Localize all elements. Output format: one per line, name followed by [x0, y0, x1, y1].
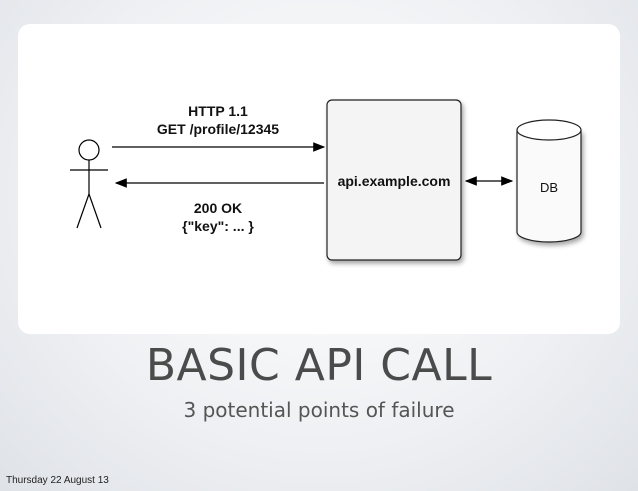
user-stick-figure-icon — [70, 139, 108, 229]
request-label-path: GET /profile/12345 — [157, 121, 279, 137]
database-cylinder-icon — [516, 119, 582, 243]
footer-date: Thursday 22 August 13 — [6, 475, 109, 486]
request-label-protocol: HTTP 1.1 — [188, 103, 248, 119]
slide-subtitle: 3 potential points of failure — [183, 398, 455, 422]
database-label: DB — [540, 180, 558, 195]
server-label: api.example.com — [338, 173, 451, 189]
slide-title: BASIC API CALL — [145, 340, 493, 391]
response-label-body: {"key": ... } — [182, 218, 254, 234]
response-label-status: 200 OK — [194, 200, 242, 216]
server-box — [326, 99, 462, 261]
